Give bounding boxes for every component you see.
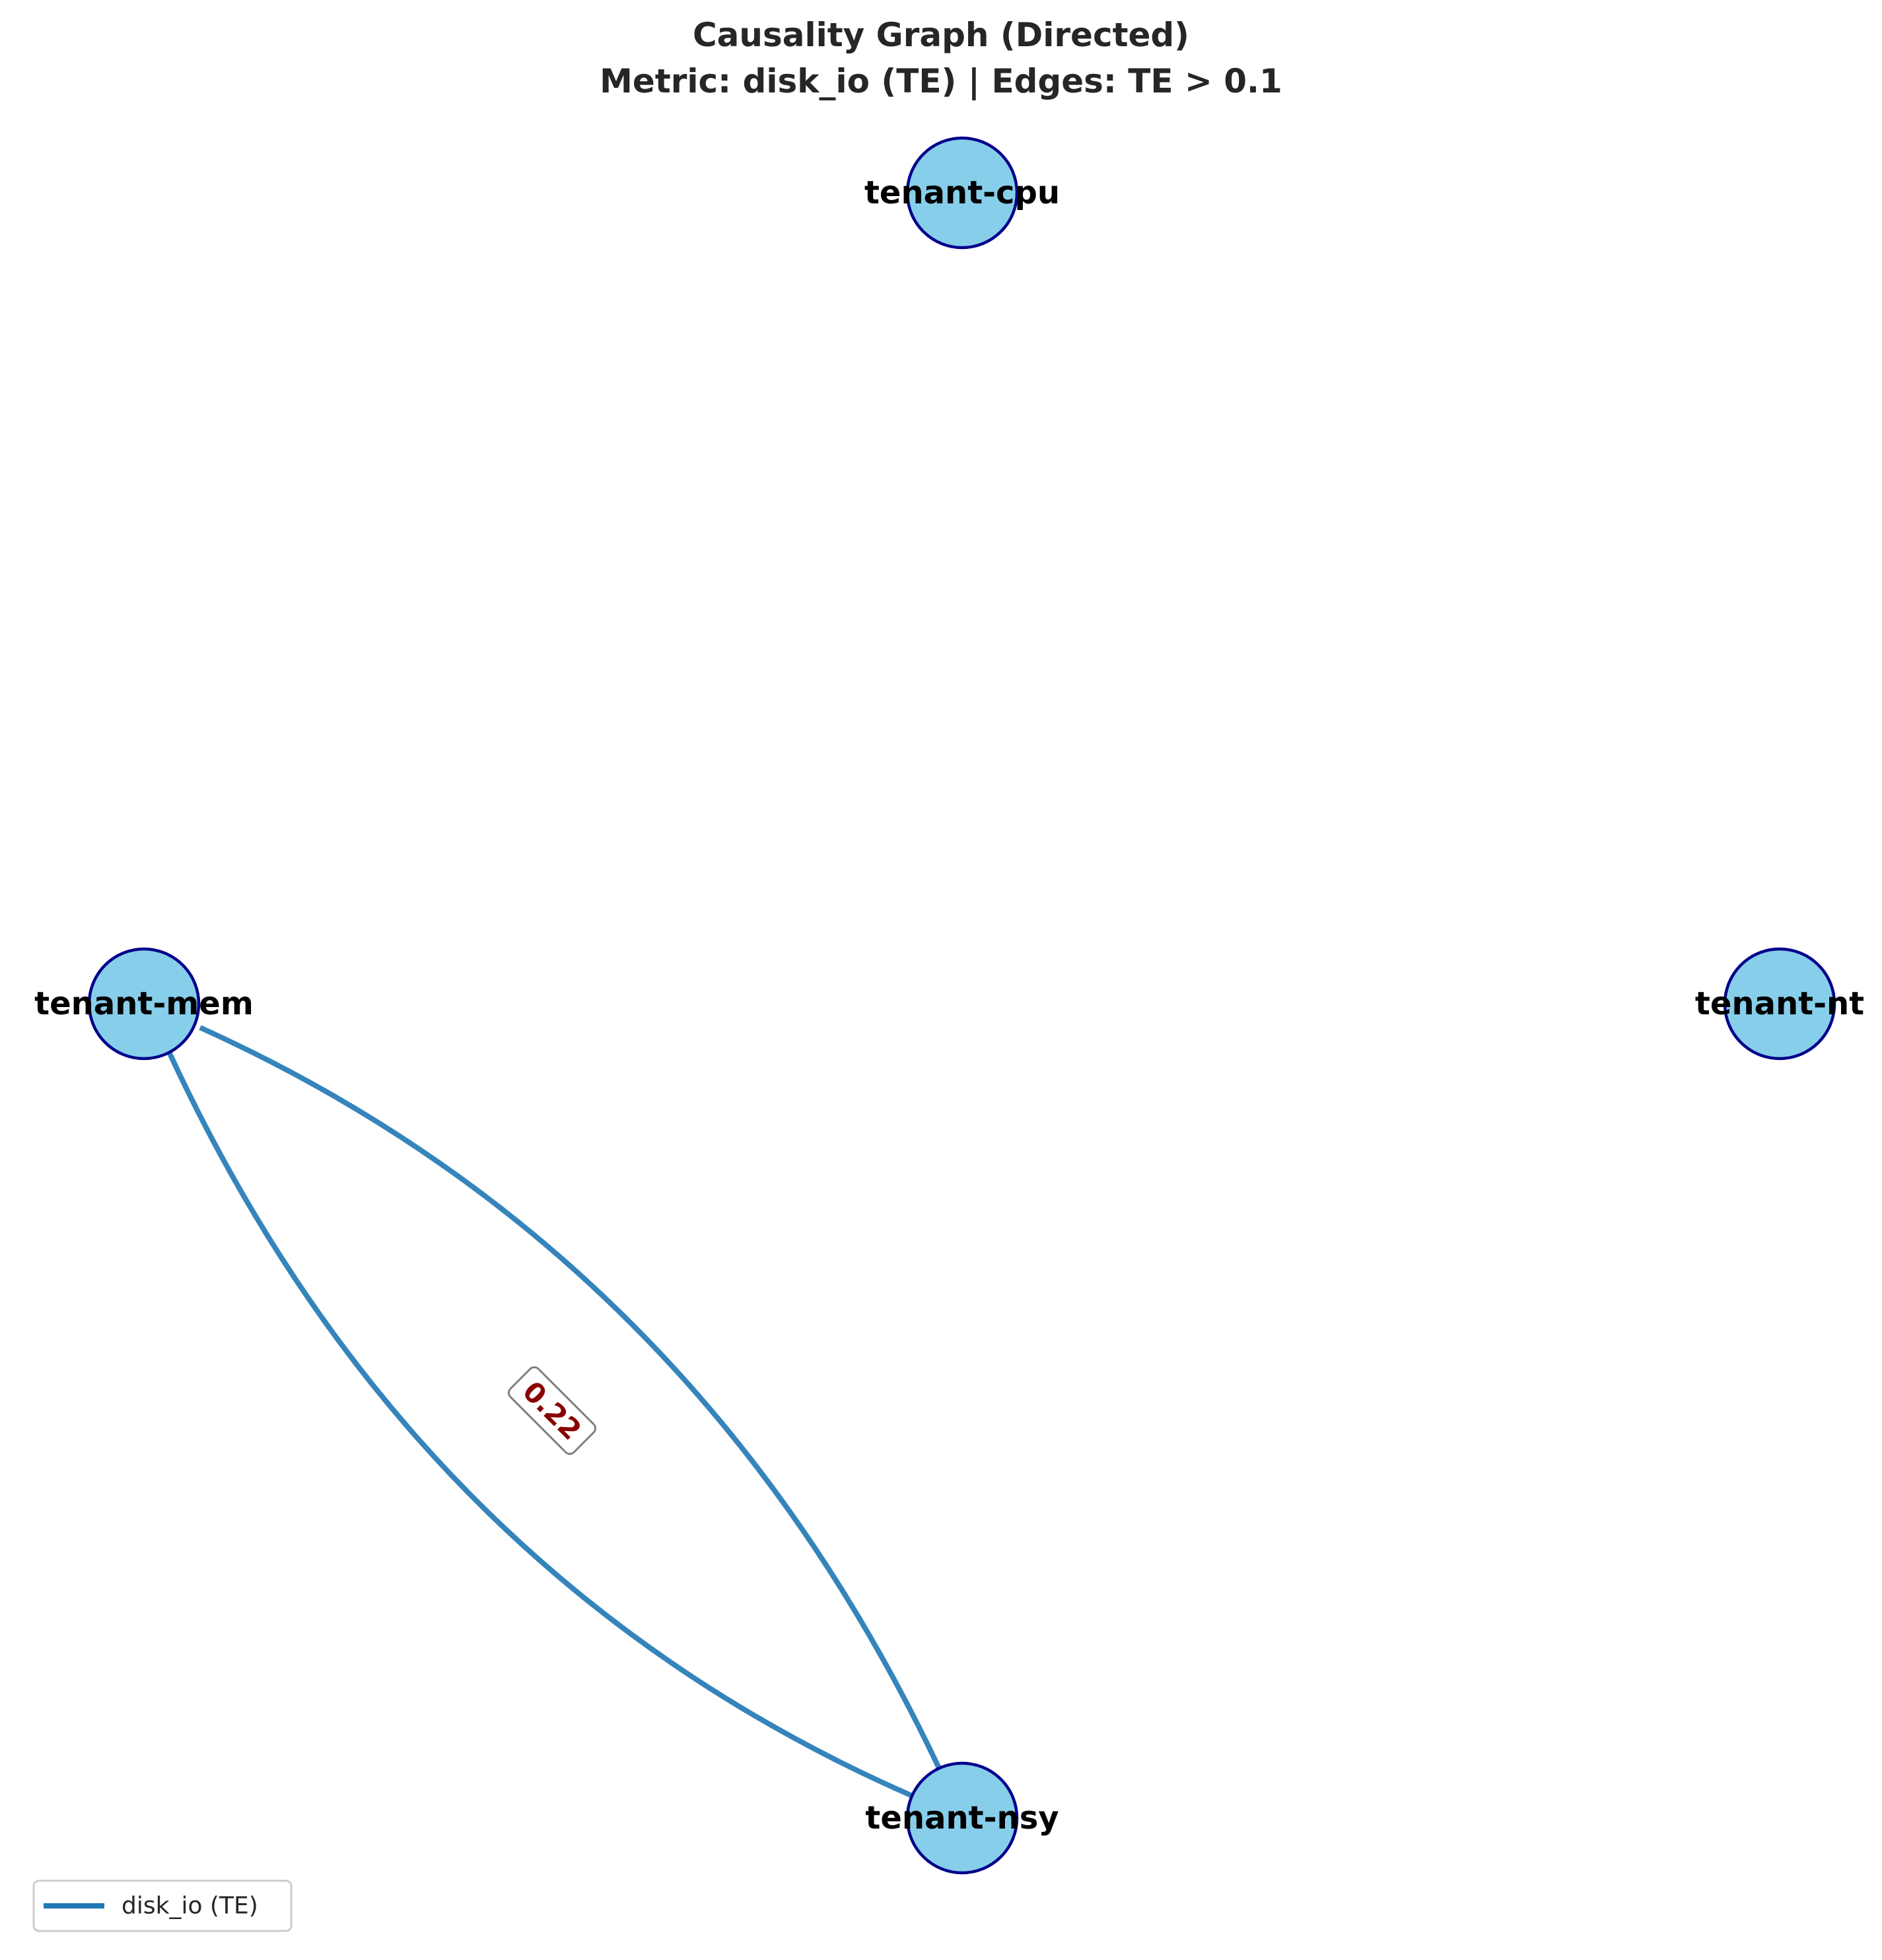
node-tenant-cpu[interactable]: tenant-cpu	[864, 136, 1060, 250]
legend-label-disk-io: disk_io (TE)	[122, 1893, 258, 1920]
edge-mem-to-nsy[interactable]	[199, 1025, 944, 1775]
node-label: tenant-mem	[34, 985, 254, 1022]
edges-layer	[166, 1025, 944, 1800]
title-line-2: Metric: disk_io (TE) | Edges: TE > 0.1	[600, 62, 1282, 100]
legend-frame	[32, 1879, 293, 1932]
node-label: tenant-cpu	[864, 174, 1060, 211]
node-circle	[905, 136, 1019, 250]
edge-label-mem-nsy: 0.22	[507, 1366, 597, 1455]
nodes-layer: tenant-cpu tenant-mem tenant-nt tenant-n…	[34, 136, 1864, 1875]
node-tenant-nsy[interactable]: tenant-nsy	[865, 1761, 1059, 1875]
node-circle	[1723, 947, 1836, 1061]
chart-title: Causality Graph (Directed) Metric: disk_…	[600, 16, 1282, 100]
edge-nsy-to-mem[interactable]	[166, 1051, 916, 1800]
node-tenant-mem[interactable]: tenant-mem	[34, 947, 254, 1061]
node-label: tenant-nsy	[865, 1800, 1059, 1837]
edge-label-box	[507, 1366, 597, 1455]
node-circle	[905, 1761, 1019, 1875]
node-circle	[87, 947, 201, 1061]
node-label: tenant-nt	[1695, 985, 1864, 1022]
title-line-1: Causality Graph (Directed)	[693, 16, 1189, 54]
legend: disk_io (TE)	[32, 1879, 293, 1932]
node-tenant-nt[interactable]: tenant-nt	[1695, 947, 1864, 1061]
